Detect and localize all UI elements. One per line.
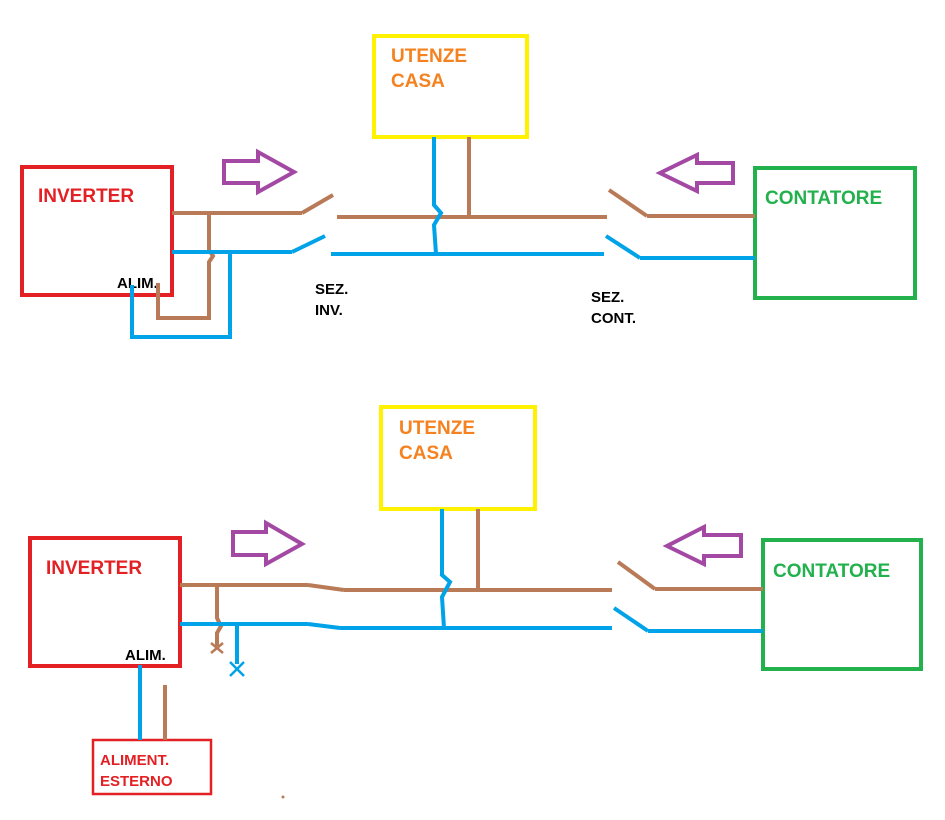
alim-label: ALIM. xyxy=(117,275,158,292)
alim-esterno-label-line2: ESTERNO xyxy=(100,773,173,790)
contatore-label: CONTATORE xyxy=(765,188,882,209)
contatore-box xyxy=(761,538,923,671)
utenze-label-line2: CASA xyxy=(391,71,445,92)
switch-sez-inv-phase xyxy=(300,193,335,215)
utenze-label-line2: CASA xyxy=(399,443,453,464)
alim-esterno-label-line1: ALIMENT. xyxy=(100,752,169,769)
arrow-right xyxy=(222,148,299,196)
diagram-bottom: INVERTER ALIM. UTENZE CASA CONTATORE ALI… xyxy=(28,405,923,799)
switch-sez-cont-phase xyxy=(607,188,649,218)
sez-cont-label-line2: CONT. xyxy=(591,310,636,327)
switch-sez-cont-neutral xyxy=(612,606,650,633)
sez-inv-label-line2: INV. xyxy=(315,302,343,319)
stray-dot xyxy=(281,795,285,799)
phase-wires xyxy=(156,137,755,320)
utenze-label-line1: UTENZE xyxy=(399,418,475,439)
neutral-wires xyxy=(130,137,755,339)
arrow-left xyxy=(655,151,735,195)
utenze-casa-box xyxy=(379,405,537,511)
arrow-right xyxy=(231,519,307,568)
phase-cut-mark xyxy=(210,642,224,654)
switch-sez-inv-neutral xyxy=(291,234,326,254)
inverter-label: INVERTER xyxy=(46,558,142,579)
inverter-box xyxy=(20,165,174,297)
alim-label: ALIM. xyxy=(125,647,166,664)
utenze-casa-box xyxy=(372,34,529,139)
contatore-box xyxy=(753,166,917,300)
neutral-cut-mark xyxy=(229,661,245,677)
inverter-label: INVERTER xyxy=(38,186,134,207)
alim-esterno-box xyxy=(91,738,213,796)
contatore-label: CONTATORE xyxy=(773,561,890,582)
switch-sez-cont-neutral xyxy=(604,234,642,260)
inverter-box xyxy=(28,536,182,668)
switch-sez-cont-phase xyxy=(616,560,657,591)
utenze-label-line1: UTENZE xyxy=(391,46,467,67)
sez-cont-label-line1: SEZ. xyxy=(591,289,624,306)
sez-inv-label-line1: SEZ. xyxy=(315,281,348,298)
diagram-top: INVERTER ALIM. UTENZE CASA CONTATORE SEZ… xyxy=(20,34,917,339)
arrow-left xyxy=(662,523,743,568)
neutral-wires xyxy=(138,509,763,740)
